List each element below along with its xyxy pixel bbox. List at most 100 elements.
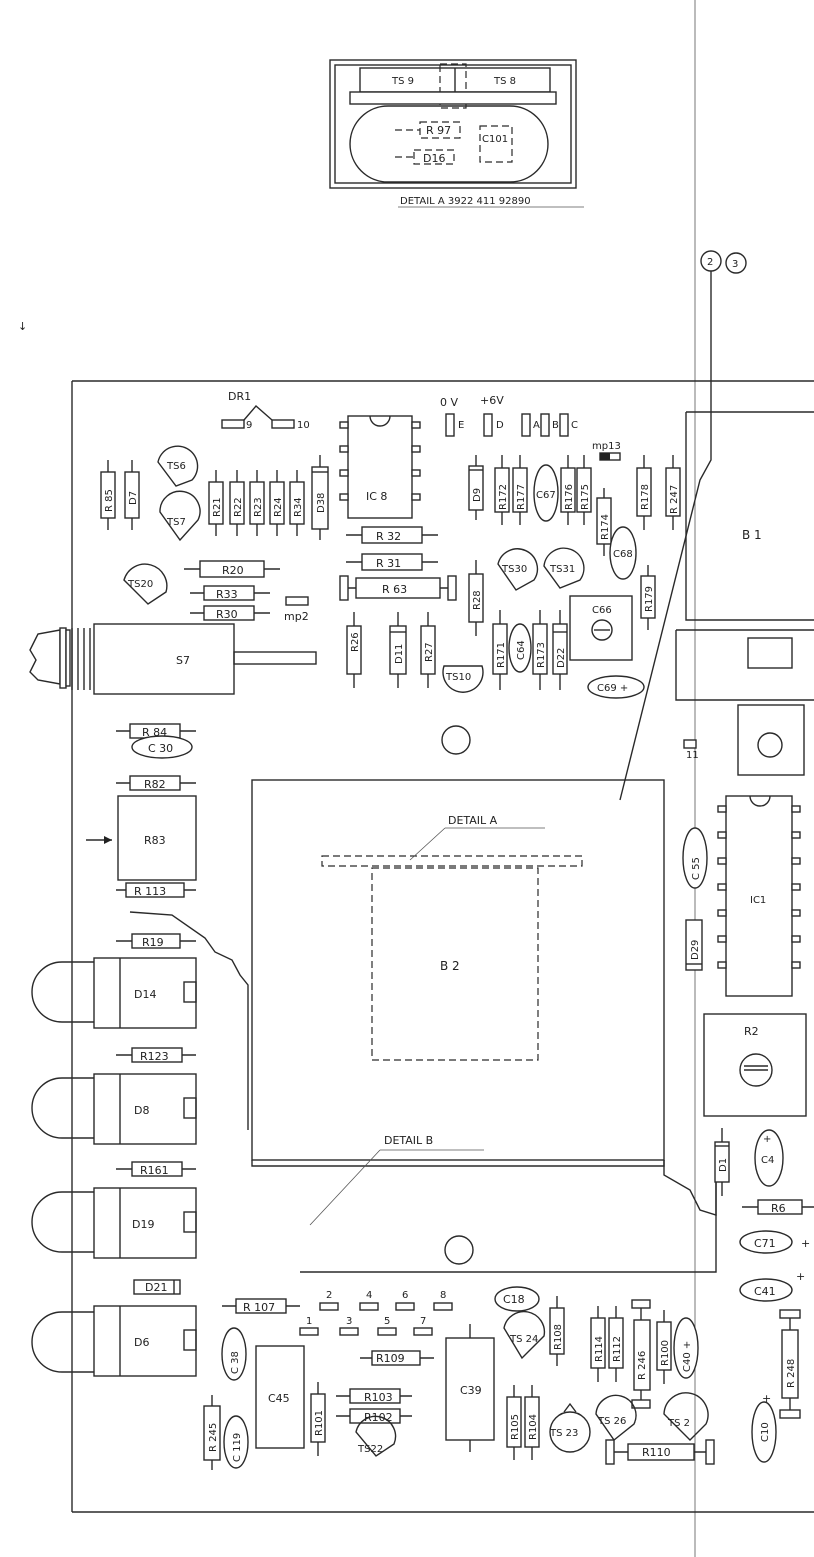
r103-label: R103 bbox=[364, 1391, 393, 1404]
pin-a-label: A bbox=[533, 420, 540, 431]
mounting-hole-upper bbox=[441, 725, 471, 755]
svg-text:↓: ↓ bbox=[18, 320, 27, 333]
r114-label: R114 bbox=[594, 1336, 605, 1362]
c71-label: C71 bbox=[754, 1237, 776, 1250]
resistors-r20-r33-r30 bbox=[184, 560, 309, 621]
r33-label: R33 bbox=[216, 588, 238, 601]
c66-label: C66 bbox=[592, 605, 612, 616]
d11-label: D11 bbox=[394, 644, 405, 664]
c101-label: C101 bbox=[482, 134, 508, 145]
ic8: IC 8 bbox=[339, 415, 421, 519]
r171-label: R171 bbox=[496, 642, 507, 668]
r34-label: R34 bbox=[293, 497, 304, 517]
detail-b-label: DETAIL B bbox=[384, 1134, 433, 1147]
b1-label: B 1 bbox=[742, 528, 762, 542]
r23-label: R23 bbox=[253, 497, 264, 517]
led-d6 bbox=[31, 1305, 197, 1377]
c67-label: C67 bbox=[536, 490, 556, 501]
pad-5-label: 5 bbox=[384, 1316, 390, 1327]
c38-label: C 38 bbox=[230, 1351, 241, 1374]
r104-label: R104 bbox=[528, 1414, 539, 1440]
transistor-ts24 bbox=[503, 1310, 546, 1360]
detail-a-caption: DETAIL A 3922 411 92890 bbox=[400, 196, 531, 207]
d8-label: D8 bbox=[134, 1104, 149, 1117]
r31-label: R 31 bbox=[376, 557, 401, 570]
resistors-r26-d11-r27 bbox=[346, 560, 484, 688]
d29-label: D29 bbox=[690, 940, 701, 960]
pin-d-label: D bbox=[496, 420, 504, 431]
led-d14 bbox=[31, 933, 197, 1029]
r247-label: R 247 bbox=[669, 485, 680, 514]
ts9-label: TS 9 bbox=[391, 76, 414, 87]
supply-pins: 0 V +6V E D A B C mp13 bbox=[440, 394, 621, 461]
switch-s7: S7 bbox=[29, 623, 317, 695]
pad-4-label: 4 bbox=[366, 1290, 372, 1301]
r28-label: R28 bbox=[472, 590, 483, 610]
ts7-label: TS7 bbox=[166, 517, 186, 528]
r24-label: R24 bbox=[273, 497, 284, 517]
c45-label: C45 bbox=[268, 1392, 290, 1405]
b2-shield: DETAIL A B 2 DETAIL B bbox=[251, 779, 717, 1226]
r26-label: R26 bbox=[350, 632, 361, 652]
c10-plus-label: + bbox=[762, 1392, 771, 1405]
vertical-resistors-upper bbox=[100, 455, 329, 540]
transistor-ts2x bbox=[663, 1392, 709, 1441]
r19-label: R19 bbox=[142, 936, 164, 949]
led-d8 bbox=[31, 1047, 197, 1145]
r179-label: R179 bbox=[644, 586, 655, 612]
r123-label: R123 bbox=[140, 1050, 169, 1063]
pad-6-label: 6 bbox=[402, 1290, 408, 1301]
r112-label: R112 bbox=[612, 1336, 623, 1362]
c10-label: C10 bbox=[760, 1422, 771, 1442]
ts24-label: TS 24 bbox=[509, 1334, 538, 1345]
ts20-label: TS20 bbox=[127, 579, 153, 590]
pad-7-label: 7 bbox=[420, 1316, 426, 1327]
r30-label: R30 bbox=[216, 608, 238, 621]
r82-label: R82 bbox=[144, 778, 166, 791]
pad-3-label: 3 bbox=[346, 1316, 352, 1327]
r173-label: R173 bbox=[536, 642, 547, 668]
ts26-label: TS 26 bbox=[597, 1416, 626, 1427]
r178-label: R178 bbox=[640, 484, 651, 510]
pad-2-label: 2 bbox=[326, 1290, 332, 1301]
components-d9-r175 bbox=[468, 455, 681, 580]
r246-label: R 246 bbox=[637, 1351, 648, 1380]
c119-label: C 119 bbox=[232, 1433, 243, 1462]
transistor-ts7 bbox=[159, 490, 201, 542]
pad-8-label: 8 bbox=[440, 1290, 446, 1301]
ts10-label: TS10 bbox=[445, 672, 471, 683]
transistor-ts31 bbox=[543, 547, 585, 589]
d16-label: D16 bbox=[423, 152, 445, 165]
r177-label: R177 bbox=[516, 484, 527, 510]
r108-label: R108 bbox=[553, 1324, 564, 1350]
left-column-components bbox=[86, 723, 197, 898]
c64-label: C64 bbox=[516, 640, 527, 660]
connector-3: 3 bbox=[725, 252, 747, 274]
r20-label: R20 bbox=[222, 564, 244, 577]
pin-e-label: E bbox=[458, 420, 464, 431]
r83-label: R83 bbox=[144, 834, 166, 847]
right-column-components: 11 bbox=[682, 739, 814, 1302]
r84-label: R 84 bbox=[142, 726, 167, 739]
diode-d21 bbox=[133, 1279, 181, 1295]
transistor-ts26 bbox=[595, 1394, 637, 1442]
d9-label: D9 bbox=[472, 488, 483, 502]
connector-2-label: 2 bbox=[707, 257, 713, 268]
r109-label: R109 bbox=[376, 1352, 405, 1365]
d14-label: D14 bbox=[134, 988, 156, 1001]
mp2-label: mp2 bbox=[284, 610, 309, 623]
pin-11-label: 11 bbox=[686, 750, 699, 761]
r175-label: R175 bbox=[580, 484, 591, 510]
pad-1-label: 1 bbox=[306, 1316, 312, 1327]
r63-label: R 63 bbox=[382, 583, 407, 596]
transistor-ts30 bbox=[497, 548, 539, 591]
detail-a-inset: TS 9 TS 8 R 97 C101 D16 DETAIL A 3922 41… bbox=[329, 59, 584, 208]
ic8-label: IC 8 bbox=[366, 490, 387, 503]
r97-label: R 97 bbox=[426, 124, 451, 137]
d22-label: D22 bbox=[556, 648, 567, 668]
ts6-label: TS6 bbox=[166, 461, 186, 472]
r161-label: R161 bbox=[140, 1164, 169, 1177]
r248-label: R 248 bbox=[786, 1359, 797, 1388]
connector-2: 2 bbox=[700, 250, 722, 272]
